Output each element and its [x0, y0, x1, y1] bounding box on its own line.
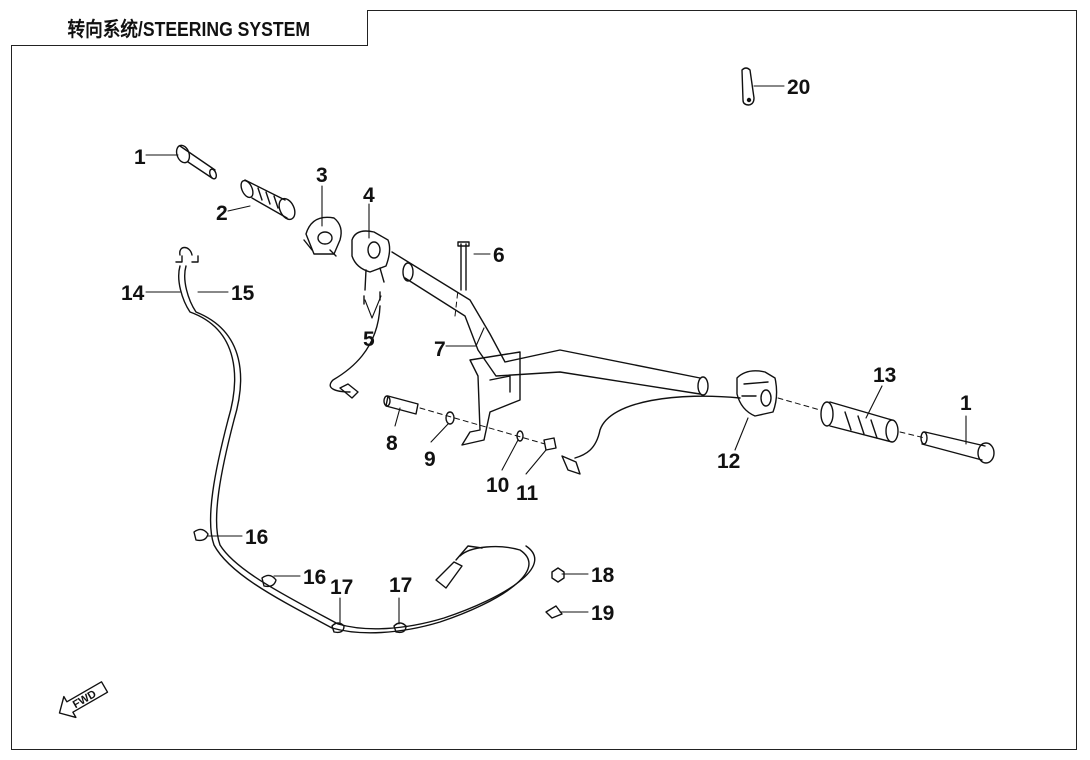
- part-1-left-grip-end: [175, 144, 217, 180]
- part-4-left-switch: [351, 230, 391, 291]
- diagram-frame: [11, 10, 1077, 750]
- callout-11: 11: [516, 482, 539, 505]
- callout-19: 19: [591, 602, 614, 625]
- callout-labels: 1 2 3 4 5 6 7 8 9 10 11 12 13 1 14 15 16…: [121, 76, 972, 625]
- callout-4: 4: [363, 184, 375, 207]
- callout-16-b: 16: [303, 566, 326, 589]
- callout-6: 6: [493, 244, 505, 267]
- part-18-nut: [551, 567, 565, 583]
- part-7-handlebar: [391, 251, 709, 396]
- callout-13: 13: [873, 364, 896, 387]
- part-20-key: [741, 67, 755, 106]
- part-11-nut: [543, 437, 557, 451]
- callout-14: 14: [121, 282, 145, 305]
- callout-7: 7: [434, 338, 446, 361]
- callout-12: 12: [717, 450, 740, 473]
- part-6-bolt: [457, 241, 470, 291]
- right-switch-wire: [561, 395, 741, 475]
- callout-2: 2: [216, 202, 228, 225]
- callout-20: 20: [787, 76, 810, 99]
- fwd-label: FWD: [71, 688, 99, 711]
- brake-lever-end: [435, 545, 483, 589]
- callout-1-left: 1: [134, 146, 146, 169]
- part-2-left-grip: [240, 179, 296, 221]
- callout-16-a: 16: [245, 526, 268, 549]
- part-17-clamps: [331, 622, 407, 634]
- brake-cable: [175, 246, 536, 634]
- part-19-clip: [545, 605, 563, 619]
- callout-9: 9: [424, 448, 436, 471]
- page-title: 转向系统/STEERING SYSTEM: [67, 19, 311, 41]
- callout-17-a: 17: [330, 576, 353, 599]
- part-1-right-grip-end: [920, 431, 995, 464]
- leader-lines: [145, 85, 967, 625]
- part-12-right-switch: [736, 370, 778, 417]
- callout-1-right: 1: [960, 392, 972, 415]
- callout-15: 15: [231, 282, 255, 305]
- callout-18: 18: [591, 564, 615, 587]
- callout-17-b: 17: [389, 574, 412, 597]
- fwd-arrow: FWD: [58, 681, 109, 719]
- callout-5: 5: [363, 328, 375, 351]
- part-16-clamps: [193, 528, 277, 588]
- left-switch-wire: [329, 305, 381, 399]
- part-13-right-grip: [820, 401, 899, 443]
- assembly-axis-lines: [419, 289, 926, 445]
- callout-3: 3: [316, 164, 328, 187]
- callout-10: 10: [486, 474, 509, 497]
- part-8-spacer: [383, 395, 419, 415]
- callout-8: 8: [386, 432, 398, 455]
- part-9-washer: [445, 411, 455, 425]
- part-3-throttle-housing: [303, 216, 342, 257]
- title-box: 转向系统/STEERING SYSTEM: [11, 10, 368, 46]
- handlebar-bracket: [461, 351, 521, 446]
